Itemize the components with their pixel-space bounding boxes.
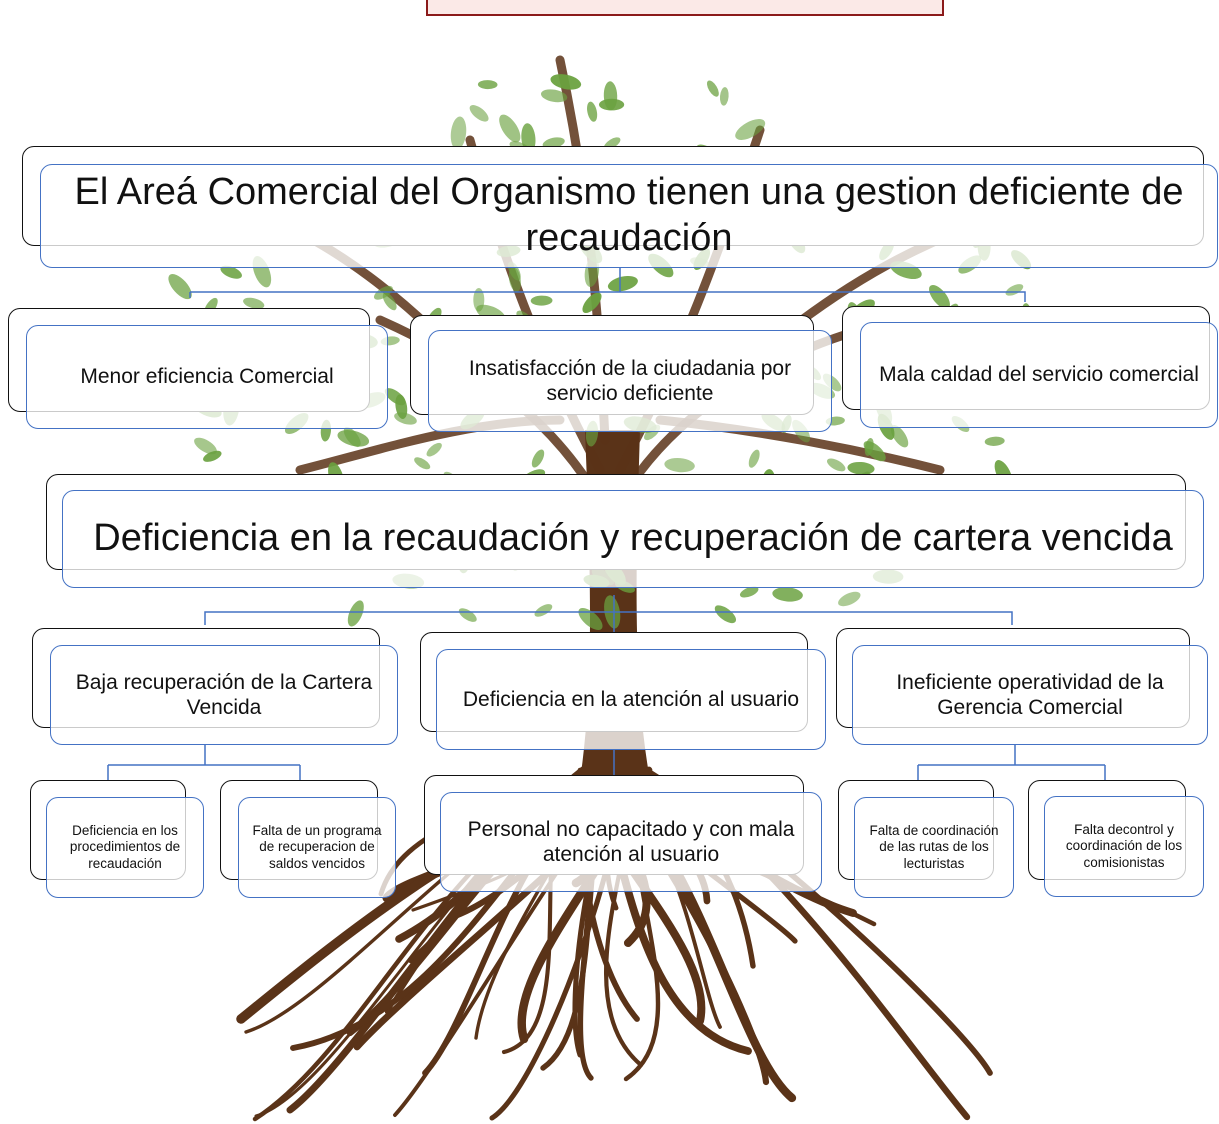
connector-effects [189, 268, 1026, 302]
leaf [719, 87, 729, 106]
subcause-box-3b: Falta decontrol y coordinación de los co… [1044, 796, 1204, 897]
leaf [550, 74, 582, 90]
subcause-2a-text: Personal no capacitado y con mala atenci… [467, 817, 795, 866]
main-effect-box: El Areá Comercial del Organismo tienen u… [40, 164, 1218, 268]
leaf [706, 80, 719, 97]
leaf [735, 119, 766, 140]
leaf [343, 426, 361, 448]
leaf [477, 80, 498, 90]
effect-box-2: Insatisfacción de la ciudadania por serv… [428, 330, 832, 432]
leaf [582, 292, 602, 314]
cause-2-text: Deficiencia en la atención al usuario [462, 687, 800, 711]
leaf [1005, 284, 1024, 296]
leaf [578, 607, 603, 631]
subcause-box-3a: Falta de coordinación de las rutas de lo… [854, 797, 1014, 898]
leaf [587, 101, 598, 122]
leaf [530, 295, 553, 306]
subcause-3a-text: Falta de coordinación de las rutas de lo… [869, 823, 999, 871]
effect-box-1: Menor eficiencia Comercial [26, 325, 388, 429]
leaf [863, 441, 886, 462]
leaf [929, 284, 950, 309]
leaf [664, 458, 695, 473]
leaf [499, 114, 521, 143]
leaf [347, 600, 364, 627]
cause-box-2: Deficiencia en la atención al usuario [436, 649, 826, 750]
leaf [772, 587, 803, 602]
leaf [890, 425, 909, 448]
leaf [540, 89, 568, 103]
leaf [469, 105, 489, 122]
connector-cause1-sub [107, 745, 301, 780]
subcause-1a-text: Deficiencia en los procedimientos de rec… [69, 823, 181, 871]
leaf [534, 604, 553, 617]
leaf [603, 81, 618, 111]
cause-box-3: Ineficiente operatividad de la Gerencia … [852, 645, 1208, 745]
main-effect-text: El Areá Comercial del Organismo tienen u… [74, 171, 1184, 259]
leaf [847, 461, 875, 475]
leaf [395, 394, 408, 419]
central-problem-text: Deficiencia en la recaudación y recupera… [93, 517, 1173, 560]
leaf [739, 586, 759, 598]
leaf [542, 137, 565, 149]
effect-1-text: Menor eficiencia Comercial [80, 365, 334, 389]
leaf [382, 292, 397, 311]
effect-2-text: Insatisfacción de la ciudadania por serv… [468, 356, 792, 405]
effect-box-3: Mala caldad del servicio comercial [860, 322, 1218, 428]
subcause-box-2a: Personal no capacitado y con mala atenci… [440, 792, 822, 892]
subcause-1b-text: Falta de un programa de recuperacion de … [252, 823, 382, 871]
leaf [243, 297, 265, 309]
leaf [203, 450, 222, 462]
leaf [826, 458, 846, 472]
leaf [194, 437, 217, 455]
subcause-3b-text: Falta decontrol y coordinación de los co… [1065, 822, 1183, 870]
leaf [373, 285, 393, 300]
leaf [607, 275, 638, 292]
leaf [714, 605, 737, 624]
central-problem-box: Deficiencia en la recaudación y recupera… [62, 490, 1204, 588]
leaf [984, 436, 1005, 446]
leaf [531, 449, 545, 468]
leaf [168, 274, 192, 300]
connector-cause3-sub [917, 745, 1106, 780]
leaf [450, 116, 467, 150]
leaf [748, 449, 760, 468]
subcause-box-1b: Falta de un programa de recuperacion de … [238, 797, 396, 898]
title-frame [426, 0, 944, 16]
leaf [220, 265, 242, 279]
leaf [426, 442, 442, 457]
cause-1-text: Baja recuperación de la Cartera Vencida [75, 670, 373, 719]
leaf [414, 457, 431, 470]
subcause-box-1a: Deficiencia en los procedimientos de rec… [46, 797, 204, 898]
cause-box-1: Baja recuperación de la Cartera Vencida [50, 645, 398, 745]
effect-3-text: Mala caldad del servicio comercial [879, 363, 1199, 387]
cause-3-text: Ineficiente operatividad de la Gerencia … [896, 670, 1164, 719]
leaf [838, 591, 861, 607]
